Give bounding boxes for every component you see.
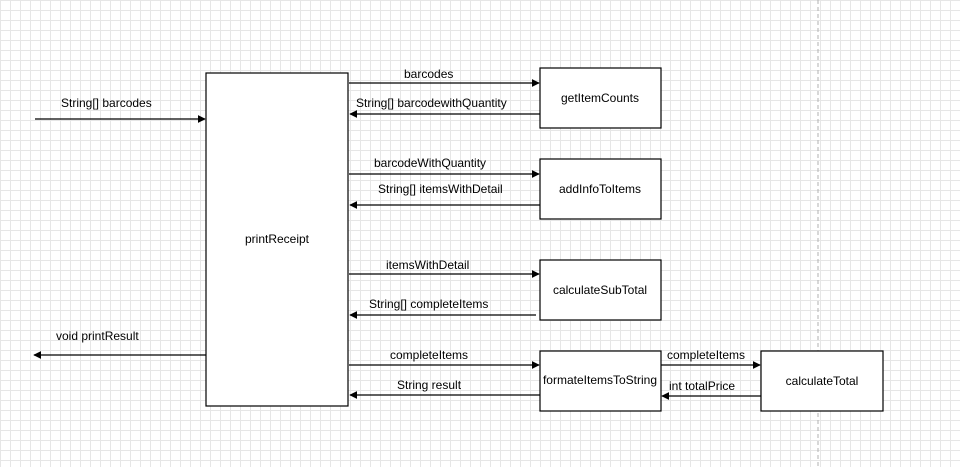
output-label: void printResult bbox=[56, 329, 139, 343]
get-item-counts-box[interactable]: getItemCounts bbox=[539, 67, 662, 129]
int-total-price-label: int totalPrice bbox=[669, 379, 735, 393]
calculate-sub-total-box[interactable]: calculateSubTotal bbox=[539, 259, 662, 321]
complete-items-to-total-label: completeItems bbox=[667, 348, 745, 362]
formate-items-to-string-label: formateItemsToString bbox=[543, 373, 657, 387]
calculate-sub-total-label: calculateSubTotal bbox=[553, 283, 647, 297]
get-item-counts-label: getItemCounts bbox=[561, 91, 639, 105]
calculate-total-label: calculateTotal bbox=[786, 374, 859, 388]
calculate-total-box[interactable]: calculateTotal bbox=[760, 350, 884, 412]
items-with-detail-label: itemsWithDetail bbox=[386, 258, 469, 272]
print-receipt-label: printReceipt bbox=[245, 232, 310, 246]
print-receipt-box[interactable]: printReceipt bbox=[205, 72, 349, 407]
formate-items-to-string-box[interactable]: formateItemsToString bbox=[539, 350, 662, 412]
barcode-with-quantity-label: barcodeWithQuantity bbox=[374, 156, 486, 170]
string-result-label: String result bbox=[397, 378, 462, 392]
add-info-to-items-box[interactable]: addInfoToItems bbox=[539, 158, 662, 220]
complete-items-label: completeItems bbox=[390, 348, 468, 362]
barcode-with-quantity-return-label: String[] barcodewithQuantity bbox=[356, 96, 507, 110]
input-label: String[] barcodes bbox=[61, 96, 152, 110]
items-with-detail-return-label: String[] itemsWithDetail bbox=[378, 182, 503, 196]
add-info-to-items-label: addInfoToItems bbox=[559, 182, 641, 196]
complete-items-return-label: String[] completeItems bbox=[369, 297, 488, 311]
barcodes-label: barcodes bbox=[404, 67, 453, 81]
